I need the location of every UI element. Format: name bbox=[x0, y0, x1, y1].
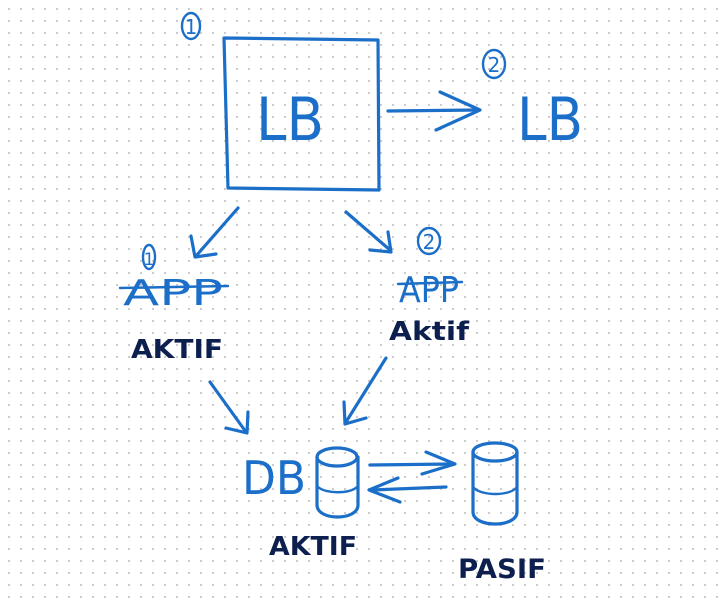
app2-number: 2 bbox=[423, 230, 436, 254]
db-passive-status: PASIF bbox=[458, 554, 546, 585]
arrow-shaft bbox=[386, 108, 480, 113]
db-active-node: DB AKTIF bbox=[242, 446, 360, 562]
lb-primary-number: 1 bbox=[185, 15, 198, 39]
app1-status: AKTIF bbox=[131, 335, 223, 365]
lb-primary-box bbox=[222, 36, 381, 192]
app1-label: APP bbox=[123, 273, 223, 314]
db-passive-cylinder-icon bbox=[471, 441, 519, 526]
arrow-head bbox=[368, 230, 393, 254]
lb-primary-number-circle bbox=[180, 11, 202, 41]
app1-to-db-arrow bbox=[208, 380, 250, 435]
app2-to-db-arrow bbox=[342, 356, 388, 426]
replication-arrow-left-shaft bbox=[370, 485, 448, 492]
lb-to-app1-arrow bbox=[189, 206, 240, 259]
replication-arrows bbox=[367, 450, 457, 504]
db-active-status: AKTIF bbox=[269, 532, 357, 562]
arrow-shaft bbox=[194, 206, 240, 258]
replication-arrow-right-head bbox=[420, 450, 457, 476]
arrow-head bbox=[189, 234, 218, 259]
arrow-head bbox=[224, 410, 250, 435]
arrow-head bbox=[342, 400, 368, 426]
lb-secondary-label: LB bbox=[517, 85, 583, 155]
app1-strike-through bbox=[118, 284, 230, 290]
app1-number: 1 bbox=[144, 250, 155, 270]
lb-secondary-number: 2 bbox=[488, 53, 501, 77]
app1-node: 1 APP AKTIF bbox=[118, 243, 230, 365]
db-active-label: DB bbox=[242, 451, 306, 505]
app1-number-circle bbox=[141, 243, 157, 271]
replication-arrow-left-head bbox=[367, 476, 402, 504]
app2-status: Aktif bbox=[389, 317, 470, 347]
arrow-head bbox=[434, 90, 482, 132]
lb-secondary-number-circle bbox=[481, 48, 507, 80]
app2-label: APP bbox=[399, 270, 459, 311]
replication-arrow-right-shaft bbox=[368, 462, 454, 467]
app2-number-circle bbox=[416, 226, 442, 256]
lb-primary-label: LB bbox=[256, 85, 324, 155]
db-passive-node: PASIF bbox=[458, 441, 546, 585]
arrow-shaft bbox=[208, 380, 248, 434]
db-active-cylinder-icon bbox=[315, 446, 360, 519]
lb-primary-node: 1 LB bbox=[180, 11, 381, 192]
app2-strike-through bbox=[396, 280, 464, 286]
arrow-shaft bbox=[344, 356, 388, 424]
arrow-shaft bbox=[344, 210, 392, 252]
lb-failover-arrow bbox=[386, 90, 482, 132]
lb-to-app2-arrow bbox=[344, 210, 393, 254]
lb-secondary-node: 2 LB bbox=[481, 48, 583, 155]
app2-node: 2 APP Aktif bbox=[389, 226, 470, 347]
